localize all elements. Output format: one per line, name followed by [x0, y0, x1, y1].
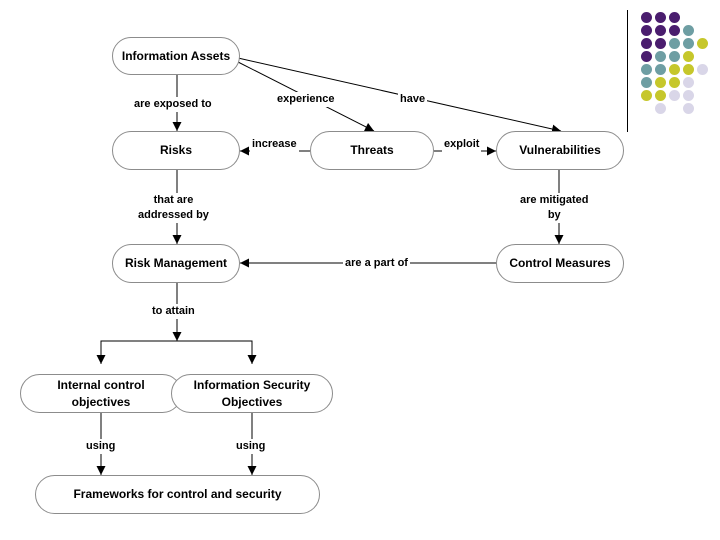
node-risks: Risks: [112, 131, 240, 170]
label-increase: increase: [250, 137, 299, 152]
node-control-measures: Control Measures: [496, 244, 624, 283]
node-information-security-objectives: Information Security Objectives: [171, 374, 333, 413]
label-experience: experience: [275, 92, 337, 107]
node-vulnerabilities: Vulnerabilities: [496, 131, 624, 170]
node-risk-management: Risk Management: [112, 244, 240, 283]
node-threats: Threats: [310, 131, 434, 170]
node-information-assets: Information Assets: [112, 37, 240, 75]
node-frameworks: Frameworks for control and security: [35, 475, 320, 514]
label-using-left: using: [84, 439, 118, 454]
label-exploit: exploit: [442, 137, 482, 152]
label-have: have: [398, 92, 428, 107]
label-using-right: using: [234, 439, 268, 454]
edge-split-bracket: [100, 340, 253, 364]
node-internal-control-objectives: Internal control objectives: [20, 374, 182, 413]
decorative-divider: [627, 10, 628, 132]
label-are-mitigated-by: are mitigated by: [518, 193, 591, 223]
label-to-attain: to attain: [150, 304, 197, 319]
label-that-are-addressed-by: that are addressed by: [136, 193, 211, 223]
label-are-exposed-to: are exposed to: [132, 97, 214, 112]
label-are-a-part-of: are a part of: [343, 256, 410, 271]
